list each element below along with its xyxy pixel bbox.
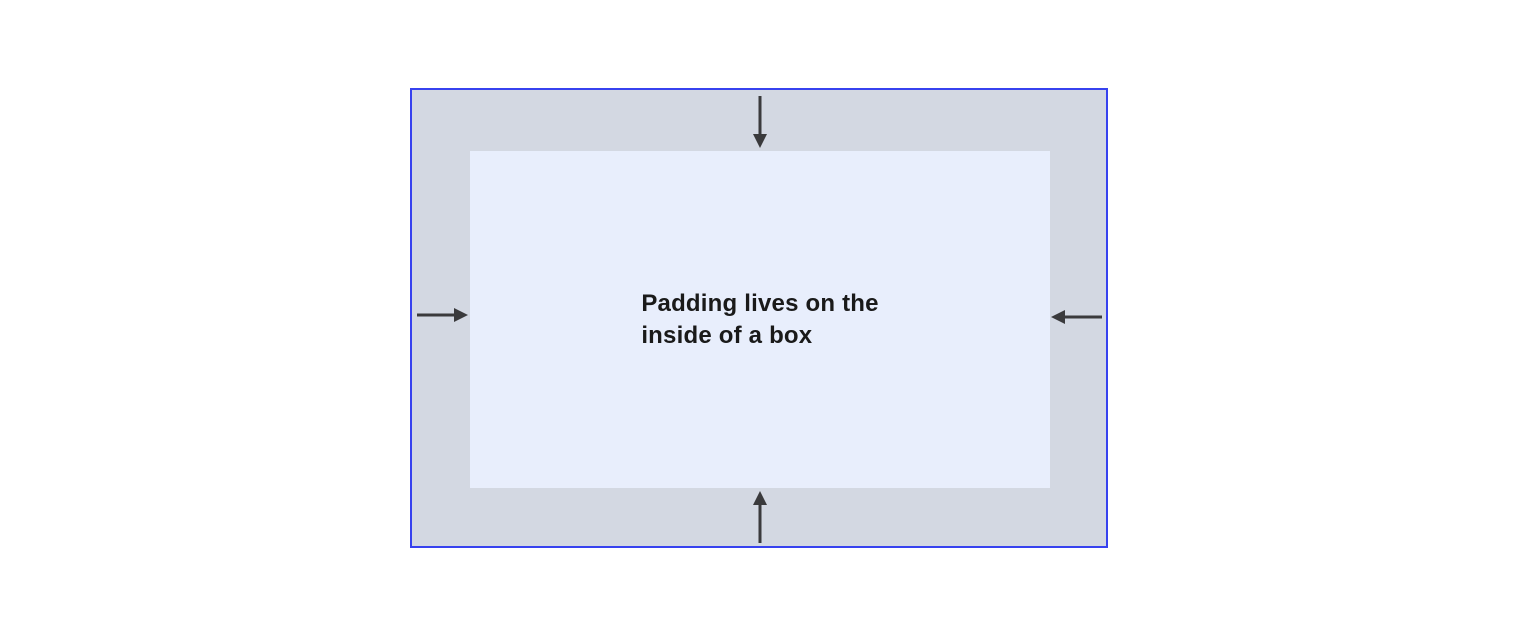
diagram-label-line-2: inside of a box <box>641 321 813 349</box>
content-box: Padding lives on the inside of a box <box>470 151 1050 488</box>
padding-area-box: Padding lives on the inside of a box <box>410 88 1108 548</box>
diagram-label: Padding lives on the inside of a box <box>641 288 878 352</box>
arrow-up-icon <box>753 491 767 543</box>
diagram-label-line-1: Padding lives on the <box>641 289 879 317</box>
arrow-right-icon <box>417 308 468 322</box>
arrow-left-icon <box>1051 310 1102 324</box>
arrow-down-icon <box>753 96 767 148</box>
